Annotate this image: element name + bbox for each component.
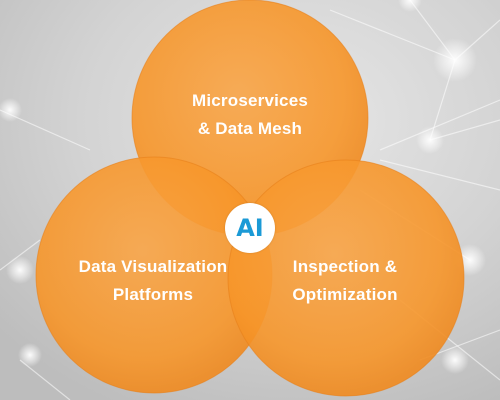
ai-center-badge: AI [225, 203, 275, 253]
circle-inspection [227, 159, 465, 397]
label-inspection-line2: Optimization [292, 285, 398, 304]
label-inspection-line1: Inspection & [292, 257, 398, 276]
label-microservices: Microservices & Data Mesh [192, 87, 308, 143]
label-data-visualization-line1: Data Visualization [78, 257, 228, 276]
ai-label: AI [236, 214, 264, 242]
label-data-visualization: Data Visualization Platforms [79, 253, 228, 309]
label-microservices-line1: Microservices [191, 91, 309, 110]
label-inspection: Inspection & Optimization [292, 253, 397, 309]
label-data-visualization-line2: Platforms [112, 285, 194, 304]
label-microservices-line2: & Data Mesh [197, 119, 303, 138]
